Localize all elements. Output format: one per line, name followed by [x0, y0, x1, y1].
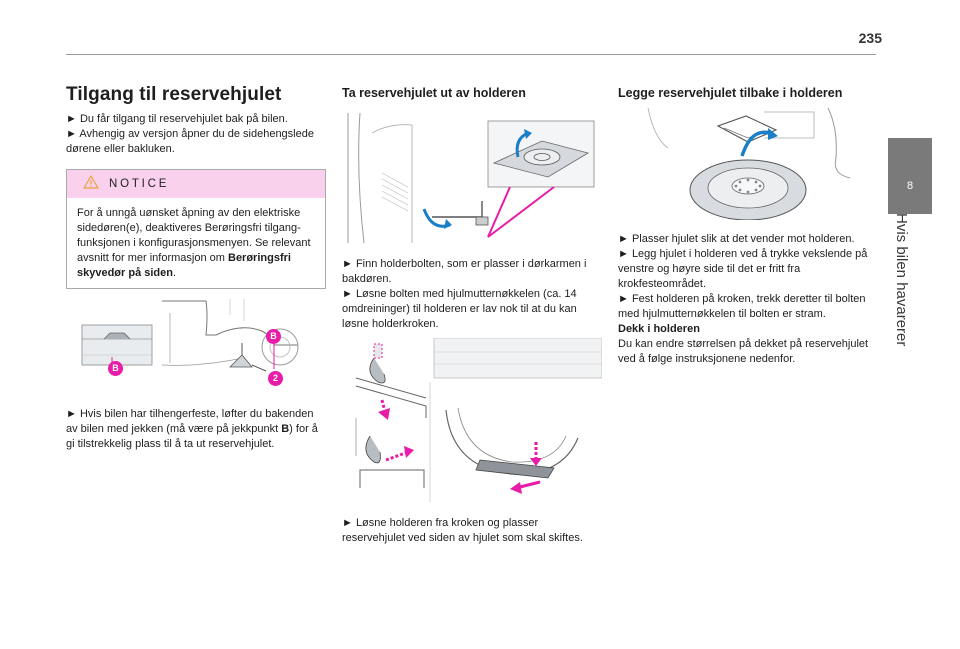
spare-wheel-figure	[618, 108, 874, 220]
step-text: ► Hvis bilen har tilhengerfeste, løfter …	[66, 408, 318, 450]
column-1: Tilgang til reservehjulet ► Du får tilga…	[66, 84, 326, 452]
hook-release-figure	[342, 338, 602, 502]
step-text: ► Løsne holderen fra kroken og plasser r…	[342, 517, 583, 544]
step-text: ► Plasser hjulet slik at det vender mot …	[618, 233, 855, 245]
notice-label: NOTICE	[109, 178, 170, 190]
page-number: 235	[858, 30, 882, 46]
page-title: Tilgang til reservehjulet	[66, 84, 282, 105]
column-3: Legge reservehjulet tilbake i holderen	[618, 84, 872, 367]
badge-b-left: B	[108, 361, 123, 376]
step-text: ► Legg hjulet i holderen ved å trykke ve…	[618, 248, 868, 290]
section-title: Legge reservehjulet tilbake i holderen	[618, 86, 843, 100]
step-text: ► Avhengig av versjon åpner du de sidehe…	[66, 128, 314, 155]
warning-triangle-icon	[83, 174, 99, 194]
notice-text: For å unngå uønsket åpning av den elektr…	[77, 207, 311, 279]
chapter-number: 8	[906, 180, 914, 192]
step-text: ► Du får tilgang til reservehjulet bak p…	[66, 113, 288, 125]
step-text: ► Fest holderen på kroken, trekk derette…	[618, 293, 866, 320]
holder-bolt-figure	[342, 113, 598, 243]
badge-b-right: B	[266, 329, 281, 344]
step-text: ► Løsne bolten med hjulmutternøkkelen (c…	[342, 288, 577, 330]
step-text: ► Finn holderbolten, som er plasser i dø…	[342, 258, 587, 285]
paragraph: Du kan endre størrelsen på dekket på res…	[618, 338, 869, 365]
notice-header: NOTICE	[67, 170, 325, 198]
chapter-title: Hvis bilen havarerer	[893, 213, 910, 347]
notice-box: NOTICE For å unngå uønsket åpning av den…	[66, 169, 326, 289]
section-title: Ta reservehjulet ut av holderen	[342, 86, 526, 100]
notice-body: For å unngå uønsket åpning av den elektr…	[67, 198, 325, 288]
subheading: Dekk i holderen	[618, 323, 700, 335]
jack-point-figure: B B 2	[66, 295, 320, 395]
badge-2: 2	[268, 371, 283, 386]
chapter-tab	[888, 138, 932, 214]
header-rule	[66, 54, 876, 55]
column-2: Ta reservehjulet ut av holderen	[342, 84, 602, 546]
